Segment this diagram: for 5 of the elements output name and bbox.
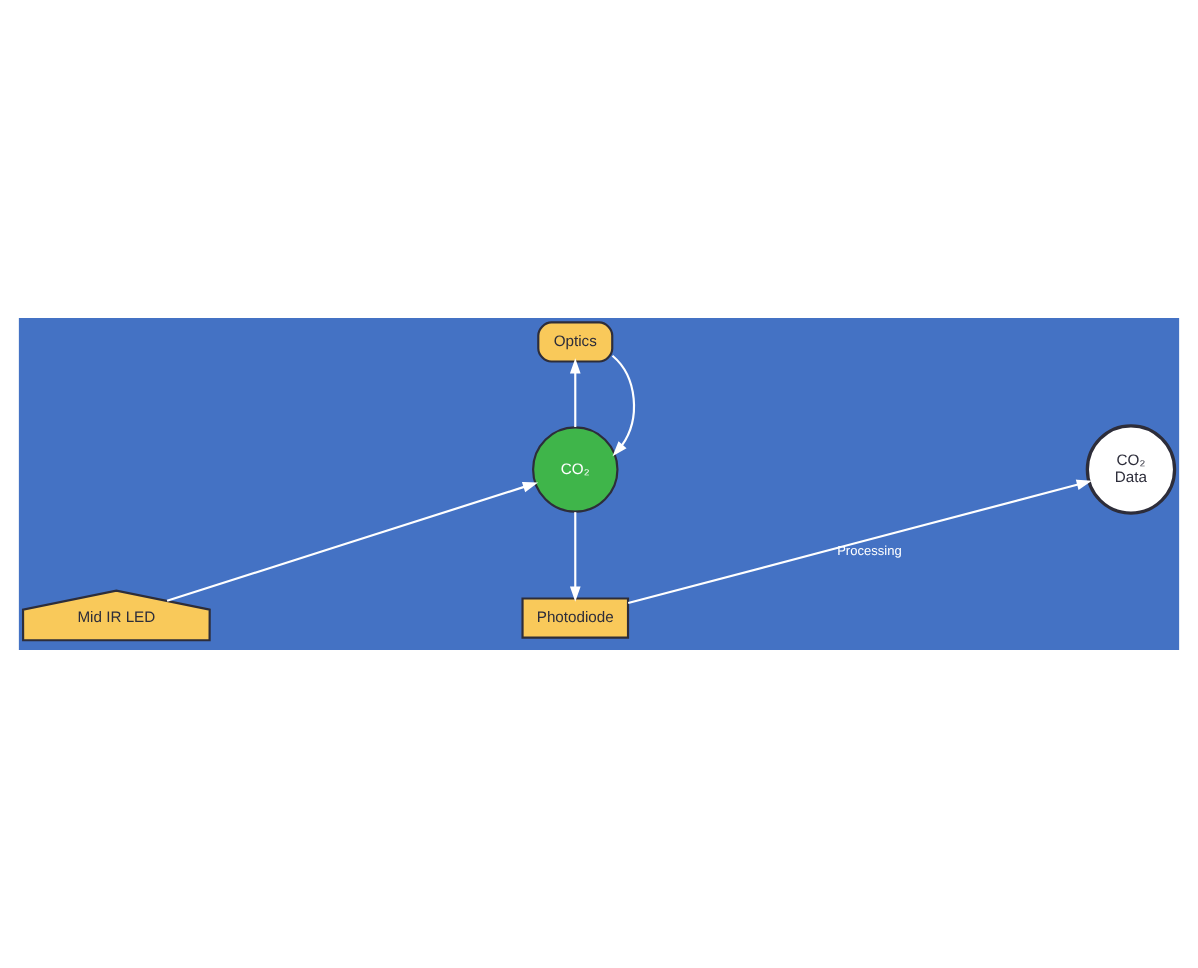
arrow: [569, 512, 581, 602]
arrow: [611, 354, 636, 457]
arrow: [627, 479, 1092, 605]
arrow: [166, 482, 539, 602]
arrow: [569, 358, 581, 427]
